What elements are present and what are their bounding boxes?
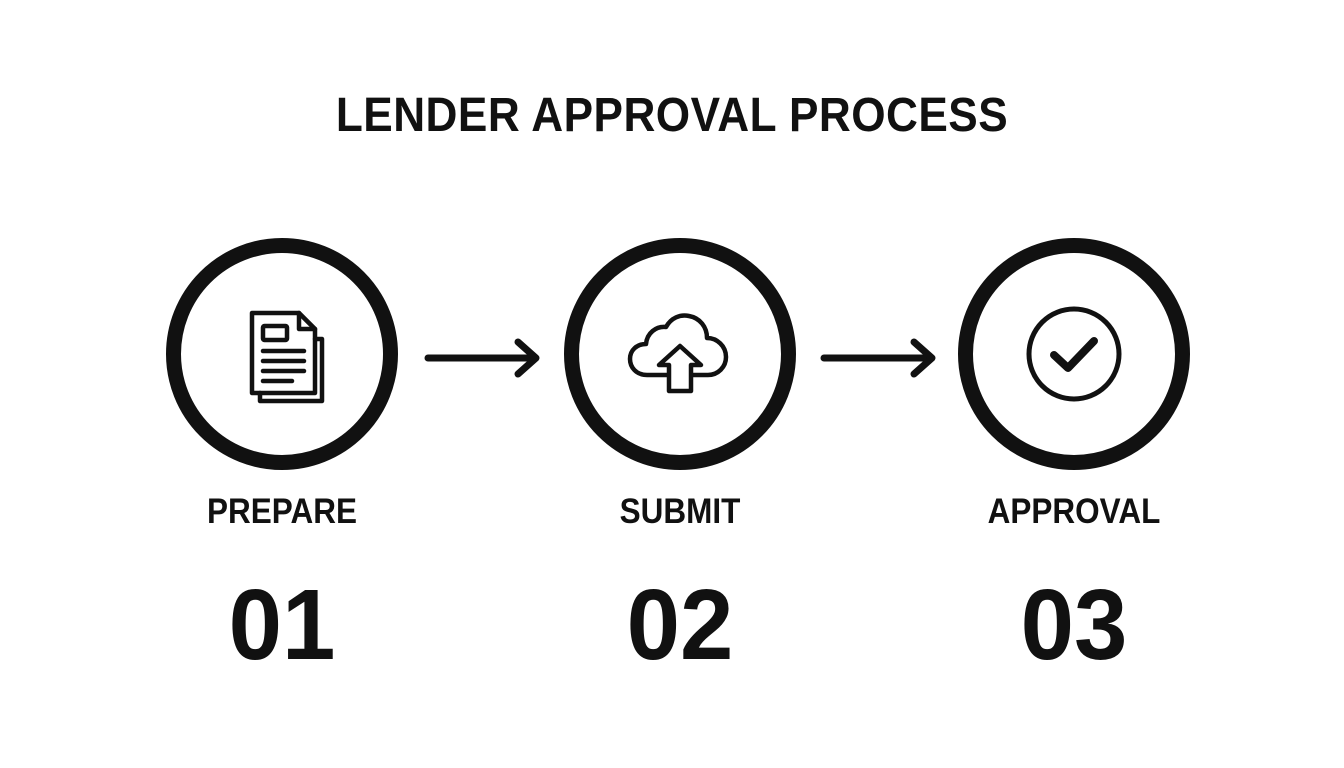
step-circle <box>166 238 398 470</box>
step-circle <box>958 238 1190 470</box>
document-icon <box>249 310 325 404</box>
step-number: 03 <box>1020 569 1128 681</box>
step-label: SUBMIT <box>619 492 741 531</box>
arrow-right-icon <box>820 338 936 378</box>
cloud-upload-icon <box>627 313 729 394</box>
step-label: PREPARE <box>207 492 357 531</box>
step-submit: SUBMIT 02 <box>564 238 796 680</box>
step-number: 01 <box>228 569 336 681</box>
step-prepare: PREPARE 01 <box>166 238 398 680</box>
arrow-right-icon <box>424 338 540 378</box>
step-label: APPROVAL <box>987 492 1161 531</box>
step-circle <box>564 238 796 470</box>
step-approval: APPROVAL 03 <box>958 238 1190 680</box>
check-circle-icon <box>1026 306 1122 402</box>
step-number: 02 <box>626 569 734 681</box>
page-title: LENDER APPROVAL PROCESS <box>335 89 1009 142</box>
